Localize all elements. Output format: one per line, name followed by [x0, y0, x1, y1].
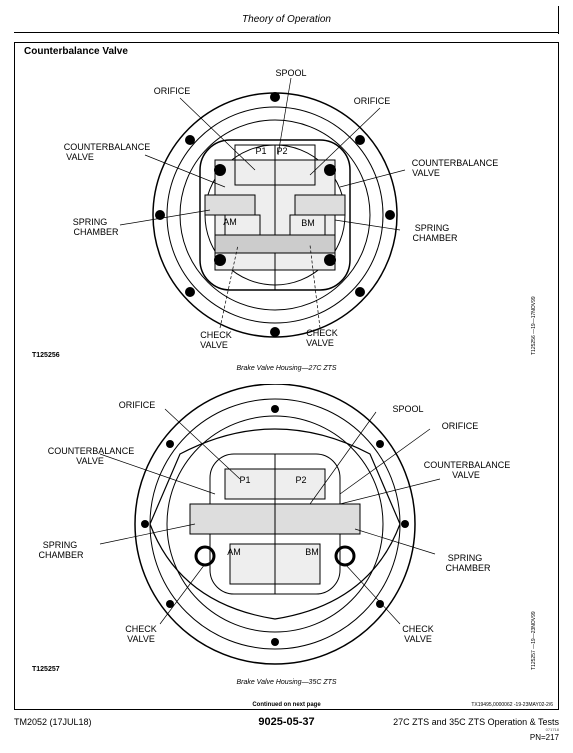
figure-id-35c: T125257	[32, 666, 60, 673]
label-spring-right-1-2: SPRING	[448, 553, 483, 563]
page-corner-mark	[550, 6, 559, 34]
label-p1: P1	[255, 146, 266, 156]
footer-manual-id: TM2052 (17JUL18)	[14, 717, 92, 727]
label-cb-right-1-2: COUNTERBALANCE	[424, 460, 511, 470]
page-header-title: Theory of Operation	[242, 14, 331, 25]
label-spring-right-1: SPRING	[415, 223, 450, 233]
footer-date-code: 071718	[545, 727, 559, 732]
label-cb-left-1-2: COUNTERBALANCE	[48, 446, 135, 456]
label-orifice-left: ORIFICE	[154, 86, 191, 96]
label-cb-left-2: VALVE	[66, 152, 94, 162]
label-check-left-2: VALVE	[200, 340, 228, 350]
label-cb-right-2-2: VALVE	[452, 470, 480, 480]
label-p2-2: P2	[295, 475, 306, 485]
caption-27c: Brake Valve Housing—27C ZTS	[236, 365, 337, 372]
continued-note: Continued on next page	[252, 702, 321, 708]
footer-pn: PN=217	[529, 733, 559, 742]
figure-frame	[14, 42, 559, 710]
label-check-right-2-2: VALVE	[404, 634, 432, 644]
label-spring-left-1: SPRING	[73, 217, 108, 227]
label-spring-right-2-2: CHAMBER	[445, 563, 491, 573]
label-p1-2: P1	[239, 475, 250, 485]
label-spool: SPOOL	[275, 68, 306, 78]
label-cb-left-2-2: VALVE	[76, 456, 104, 466]
label-cb-left-1: COUNTERBALANCE	[64, 142, 151, 152]
label-check-right-1-2: CHECK	[402, 624, 434, 634]
label-cb-right-1: COUNTERBALANCE	[412, 158, 499, 168]
label-p2: P2	[276, 146, 287, 156]
label-cb-right-2: VALVE	[412, 168, 440, 178]
label-check-right-1: CHECK	[306, 328, 338, 338]
footer-page-number: 9025-05-37	[258, 716, 315, 728]
header-rule	[14, 32, 559, 33]
label-orifice-left-2: ORIFICE	[119, 400, 156, 410]
section-title: Counterbalance Valve	[24, 46, 128, 57]
side-id-27c: T125256 —19—17NOV99	[531, 296, 537, 355]
label-spool-2: SPOOL	[392, 404, 423, 414]
figure-27c: SPOOL ORIFICE ORIFICE COUNTERBALANCE VAL…	[20, 60, 540, 380]
label-check-left-1-2: CHECK	[125, 624, 157, 634]
label-orifice-right: ORIFICE	[354, 96, 391, 106]
side-id-35c: T125257 —19—23NOV99	[531, 611, 537, 670]
figure-id-27c: T125256	[32, 352, 60, 359]
label-spring-left-1-2: SPRING	[43, 540, 78, 550]
tx-reference: TX19495,0000062 -19-23MAY02-2/6	[471, 702, 553, 708]
label-check-right-2: VALVE	[306, 338, 334, 348]
label-am-2: AM	[227, 547, 241, 557]
label-spring-right-2: CHAMBER	[412, 233, 458, 243]
label-am: AM	[223, 217, 237, 227]
label-spring-left-2-2: CHAMBER	[38, 550, 84, 560]
caption-35c: Brake Valve Housing—35C ZTS	[236, 679, 337, 686]
label-spring-left-2: CHAMBER	[73, 227, 119, 237]
label-bm: BM	[301, 218, 315, 228]
brake-valve-diagram-35c: SPOOL ORIFICE ORIFICE COUNTERBALANCE VAL…	[38, 384, 511, 665]
figure-35c: SPOOL ORIFICE ORIFICE COUNTERBALANCE VAL…	[20, 384, 540, 704]
footer-manual-title: 27C ZTS and 35C ZTS Operation & Tests	[393, 717, 559, 727]
label-check-left-2-2: VALVE	[127, 634, 155, 644]
label-bm-2: BM	[305, 547, 319, 557]
brake-valve-diagram-27c: SPOOL ORIFICE ORIFICE COUNTERBALANCE VAL…	[64, 68, 499, 350]
label-check-left-1: CHECK	[200, 330, 232, 340]
label-orifice-right-2: ORIFICE	[442, 421, 479, 431]
